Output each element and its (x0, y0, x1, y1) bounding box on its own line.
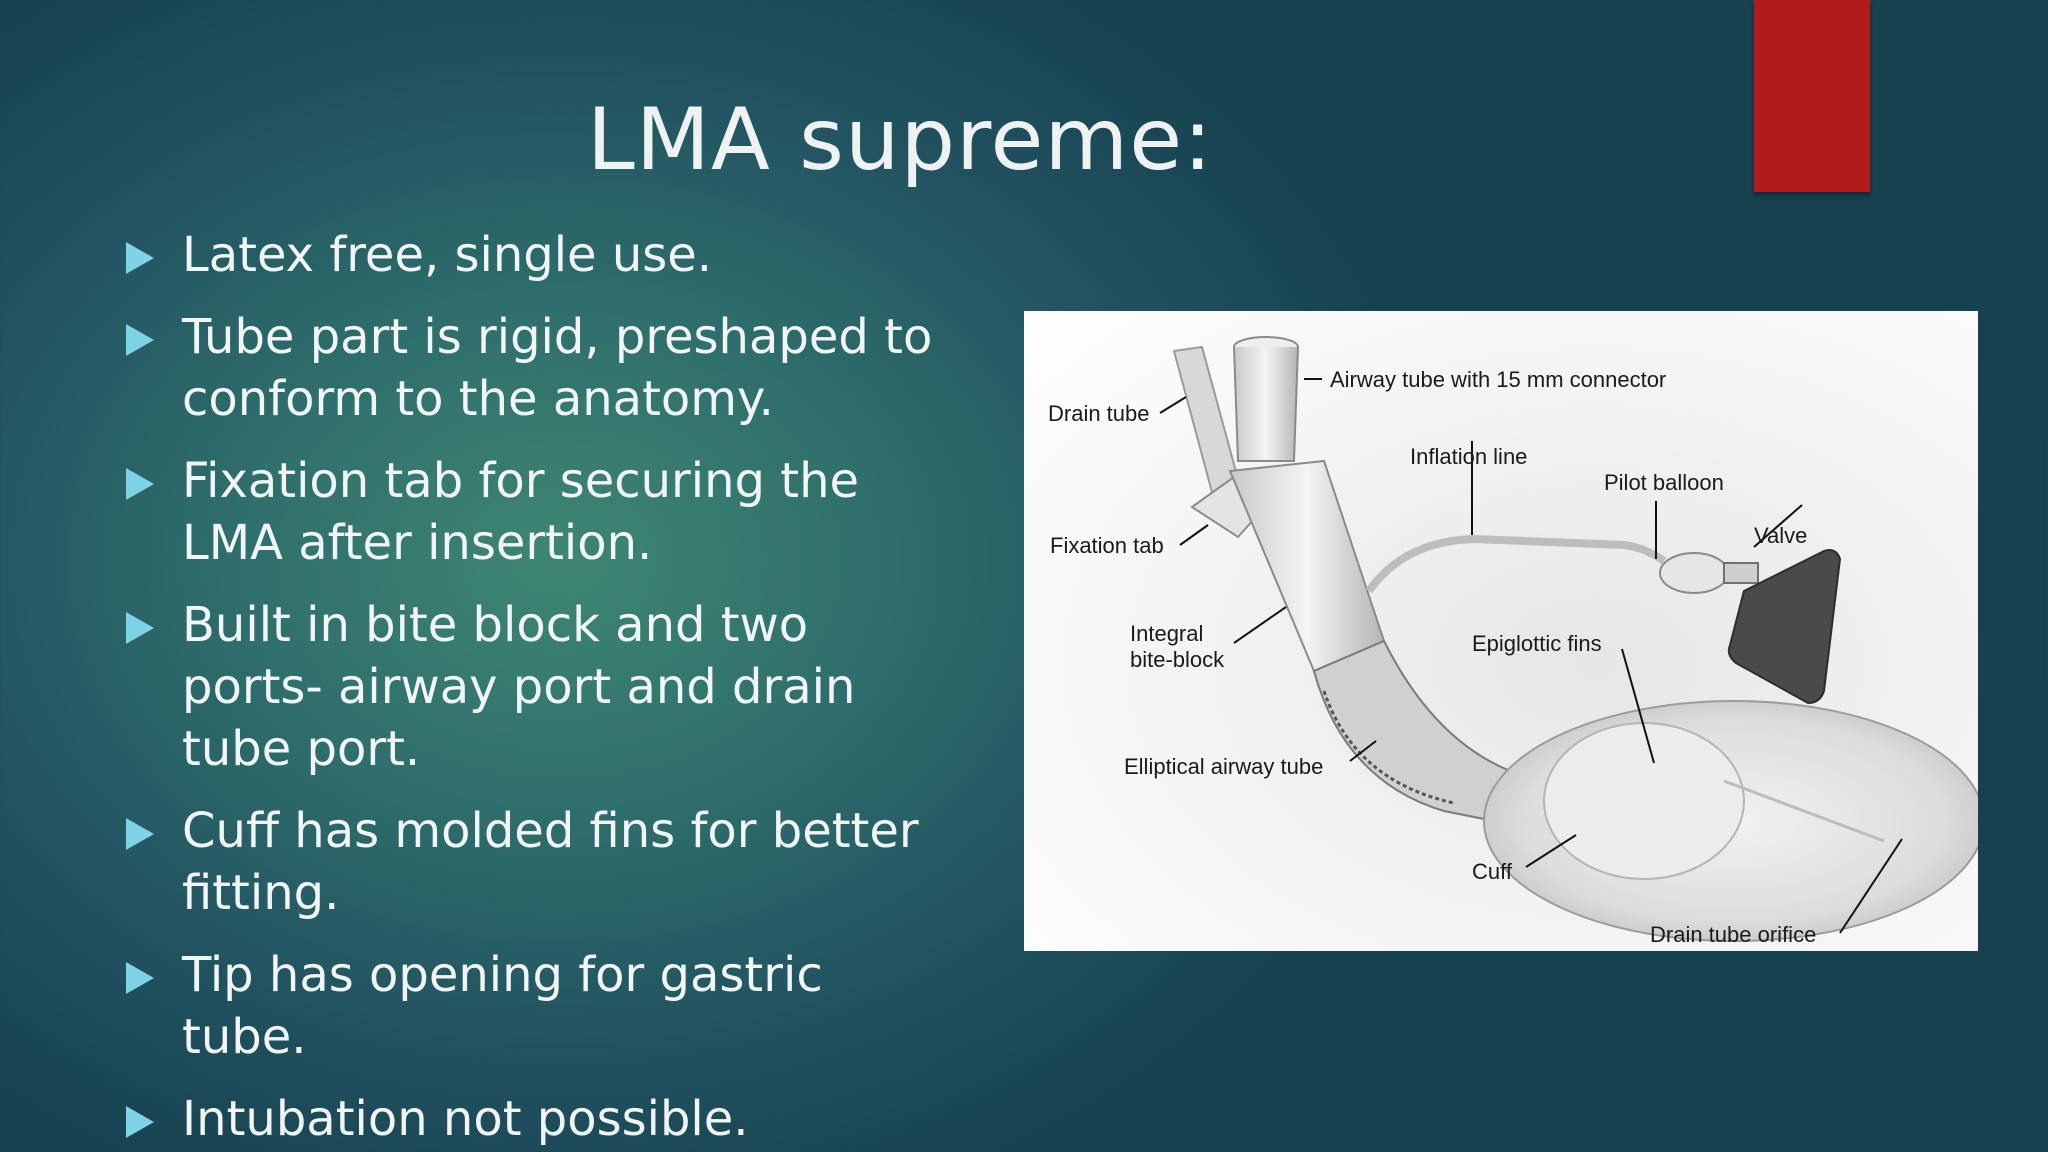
triangle-bullet-icon (126, 242, 154, 274)
label-inflation-line: Inflation line (1410, 444, 1527, 469)
bullet-line: Intubation not possible. (182, 1091, 749, 1147)
bullet-line: conform to the anatomy. (182, 371, 774, 427)
lma-device-illustration: Airway tube with 15 mm connector Drain t… (1024, 311, 1978, 951)
bullet-list: Latex free, single use. Tube part is rig… (126, 224, 956, 1152)
bullet-line: fitting. (182, 865, 340, 921)
triangle-bullet-icon (126, 962, 154, 994)
triangle-bullet-icon (126, 612, 154, 644)
bullet-item: Latex free, single use. (126, 224, 956, 286)
accent-bar (1754, 0, 1870, 192)
label-bite-block: bite-block (1130, 647, 1225, 672)
label-pilot-balloon: Pilot balloon (1604, 470, 1724, 495)
bullet-line: LMA after insertion. (182, 515, 653, 571)
bullet-line: Fixation tab for securing the (182, 453, 860, 509)
bullet-line: Tube part is rigid, preshaped to (182, 309, 933, 365)
label-elliptical-airway-tube: Elliptical airway tube (1124, 754, 1323, 779)
triangle-bullet-icon (126, 1106, 154, 1138)
airway-connector-shape (1233, 346, 1299, 462)
triangle-bullet-icon (126, 324, 154, 356)
bullet-line: Tip has opening for gastric (182, 947, 823, 1003)
slide-title: LMA supreme: (586, 90, 1214, 190)
triangle-bullet-icon (126, 468, 154, 500)
label-valve: Valve (1754, 523, 1807, 548)
valve-tag-shape (1727, 549, 1842, 705)
lma-diagram: Airway tube with 15 mm connector Drain t… (1024, 311, 1978, 951)
bullet-line: Built in bite block and two (182, 597, 809, 653)
label-fixation-tab: Fixation tab (1050, 533, 1164, 558)
bullet-item: Tip has opening for gastric tube. (126, 944, 956, 1068)
valve-shape (1723, 562, 1759, 584)
bullet-item: Tube part is rigid, preshaped to conform… (126, 306, 956, 430)
bullet-item: Cuff has molded fins for better fitting. (126, 800, 956, 924)
label-drain-tube: Drain tube (1048, 401, 1150, 426)
bullet-item: Fixation tab for securing the LMA after … (126, 450, 956, 574)
bullet-item: Built in bite block and two ports- airwa… (126, 594, 956, 780)
label-drain-tube-orifice: Drain tube orifice (1650, 922, 1816, 947)
bullet-line: tube port. (182, 721, 421, 777)
bullet-item: Intubation not possible. (126, 1088, 956, 1150)
label-airway-tube: Airway tube with 15 mm connector (1330, 367, 1666, 392)
triangle-bullet-icon (126, 818, 154, 850)
bullet-line: tube. (182, 1009, 307, 1065)
label-epiglottic-fins: Epiglottic fins (1472, 631, 1602, 656)
bullet-line: Cuff has molded fins for better (182, 803, 919, 859)
pilot-balloon-shape (1659, 552, 1729, 594)
inflation-line-shape (1365, 534, 1667, 594)
leader-lines (1159, 378, 1903, 934)
bullet-line: Latex free, single use. (182, 227, 713, 283)
bullet-line: ports- airway port and drain (182, 659, 856, 715)
label-cuff: Cuff (1472, 859, 1513, 884)
label-integral: Integral (1130, 621, 1203, 646)
